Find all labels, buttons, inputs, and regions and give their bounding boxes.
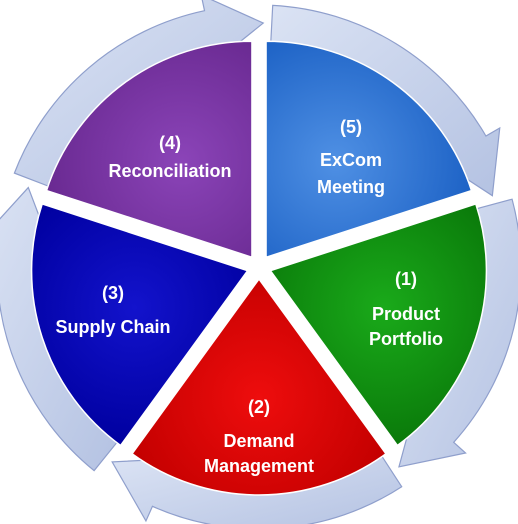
segment-supply-number: (3) — [102, 283, 124, 303]
segment-reconciliation — [45, 40, 253, 259]
segment-excom — [265, 40, 473, 259]
segment-product — [269, 203, 488, 447]
segment-product-number: (1) — [395, 269, 417, 289]
segment-demand-number: (2) — [248, 397, 270, 417]
segment-demand-line2: Management — [204, 456, 314, 476]
segment-product-line1: Product — [372, 304, 440, 324]
segment-demand-line1: Demand — [223, 431, 294, 451]
segment-demand — [130, 277, 388, 496]
segment-supply — [30, 203, 249, 447]
segment-excom-number: (5) — [340, 117, 362, 137]
segment-group — [30, 40, 488, 496]
segment-product-line2: Portfolio — [369, 329, 443, 349]
label-group: (5) ExCom Meeting (1) Product Portfolio … — [55, 117, 443, 476]
segment-reconciliation-number: (4) — [159, 133, 181, 153]
segment-reconciliation-line1: Reconciliation — [108, 161, 231, 181]
segment-excom-line2: Meeting — [317, 177, 385, 197]
segment-excom-line1: ExCom — [320, 150, 382, 170]
segment-supply-line1: Supply Chain — [55, 317, 170, 337]
